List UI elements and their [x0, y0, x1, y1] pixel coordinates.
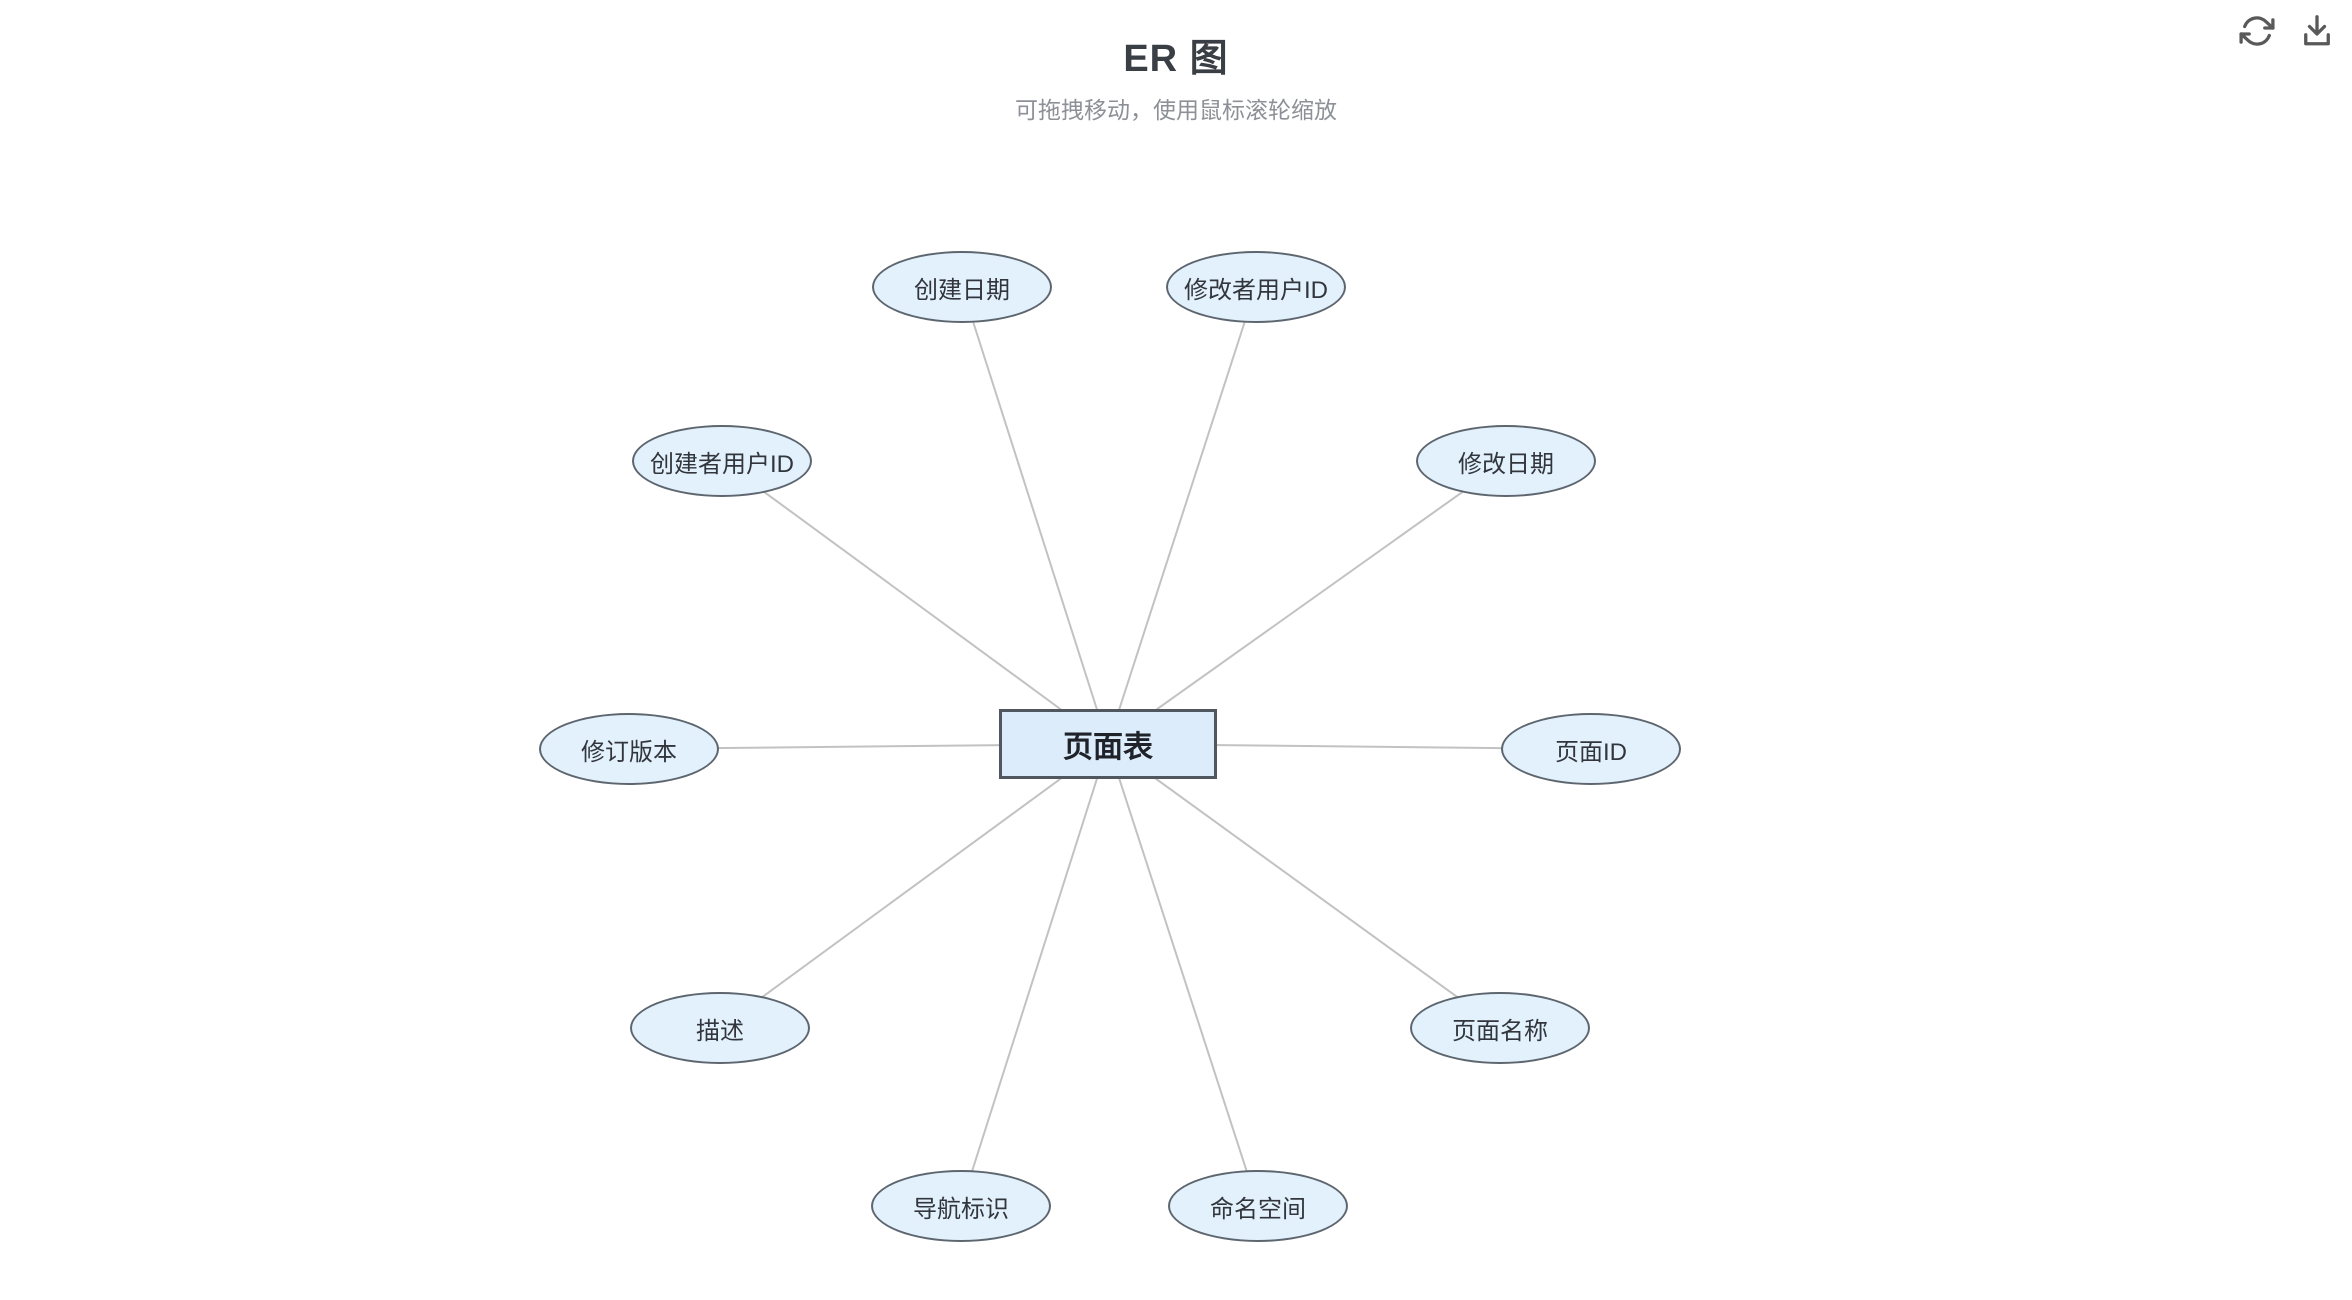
connector-line [721, 460, 1109, 745]
attribute-label: 描述 [696, 1017, 744, 1045]
attribute-label: 导航标识 [913, 1195, 1009, 1223]
attribute-label: 页面ID [1555, 738, 1627, 766]
attribute-label: 创建者用户ID [650, 450, 794, 478]
attribute-label: 命名空间 [1210, 1195, 1306, 1223]
attribute-node-namespace[interactable]: 命名空间 [1168, 1170, 1348, 1242]
connector-line [1107, 286, 1257, 745]
attribute-label: 修改者用户ID [1184, 276, 1328, 304]
attribute-node-nav-slug[interactable]: 导航标识 [871, 1170, 1051, 1242]
connector-line [960, 743, 1109, 1207]
attribute-node-modified-date[interactable]: 修改日期 [1416, 425, 1596, 497]
connector-line [961, 286, 1109, 745]
connector-line [1107, 743, 1501, 1029]
refresh-icon [2239, 16, 2275, 46]
attribute-node-page-id[interactable]: 页面ID [1501, 713, 1681, 785]
attribute-node-page-name[interactable]: 页面名称 [1410, 992, 1590, 1064]
download-button[interactable] [2294, 8, 2340, 54]
attribute-node-revision[interactable]: 修订版本 [539, 713, 719, 785]
entity-node-page-table[interactable]: 页面表 [999, 709, 1217, 779]
attribute-label: 修改日期 [1458, 450, 1554, 478]
attribute-node-description[interactable]: 描述 [630, 992, 810, 1064]
connector-line [1107, 743, 1259, 1207]
refresh-button[interactable] [2234, 8, 2280, 54]
attribute-label: 创建日期 [914, 276, 1010, 304]
attribute-node-creator-user-id[interactable]: 创建者用户ID [632, 425, 812, 497]
attribute-node-creation-date[interactable]: 创建日期 [872, 251, 1052, 323]
attribute-node-modifier-user-id[interactable]: 修改者用户ID [1166, 251, 1346, 323]
attribute-label: 修订版本 [581, 738, 677, 766]
attribute-label: 页面名称 [1452, 1017, 1548, 1045]
connector-line [1107, 460, 1507, 745]
connector-line [719, 743, 1109, 1029]
toolbar [2234, 8, 2340, 54]
entity-label: 页面表 [1063, 731, 1153, 764]
download-icon [2304, 15, 2330, 46]
